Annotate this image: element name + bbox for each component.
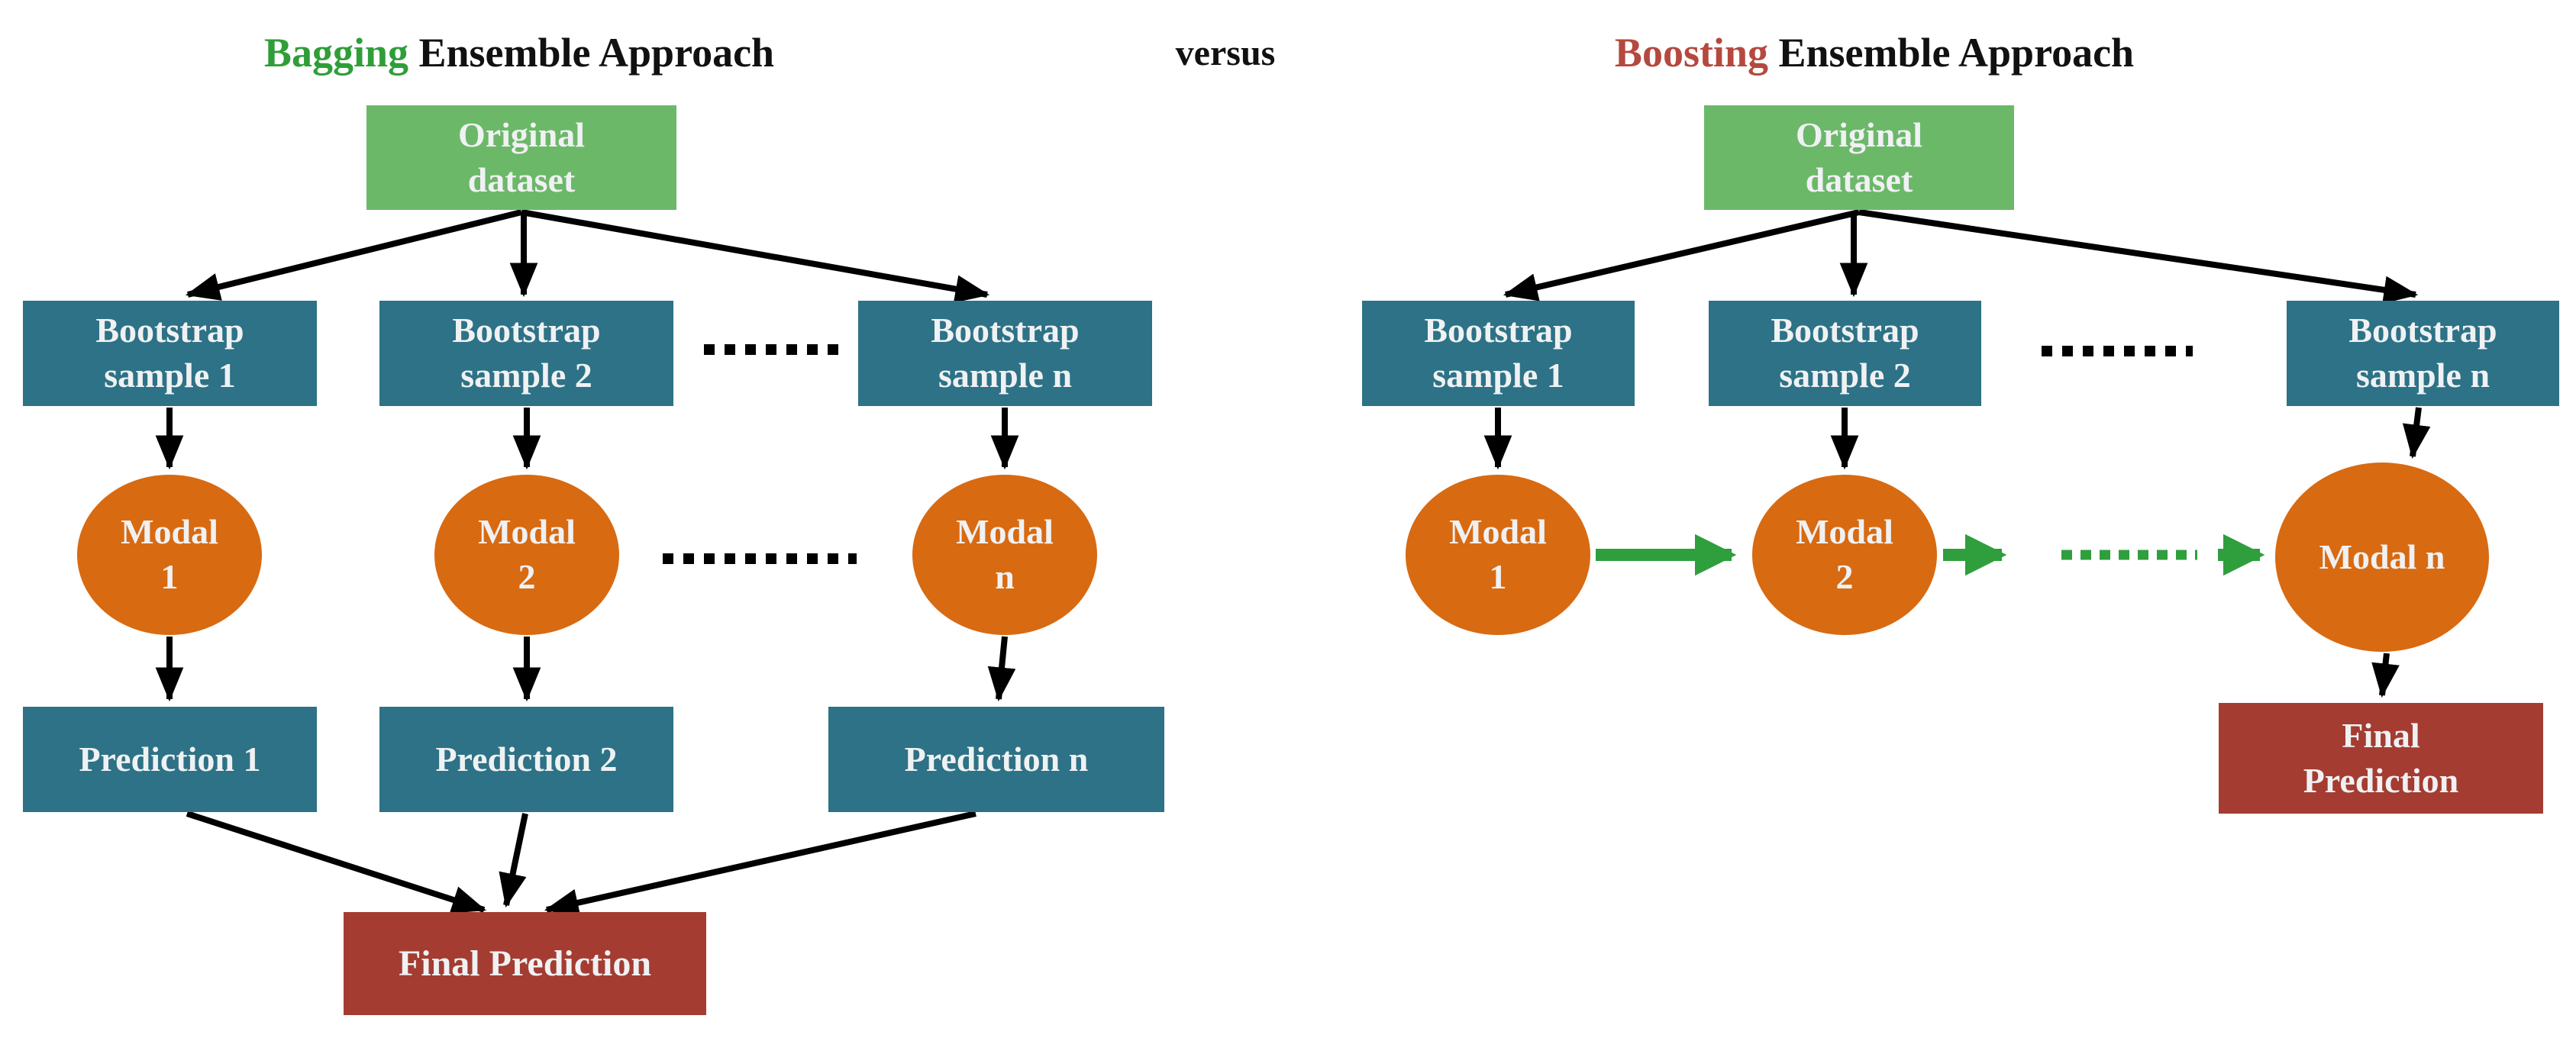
left-final-prediction: Final Prediction — [344, 912, 706, 1015]
node-label-line: sample n — [2355, 356, 2490, 395]
arrow-left-predictionN-to-final — [544, 811, 976, 917]
node-label-line: Bootstrap — [931, 311, 1080, 350]
arrow-left-prediction2-to-final — [499, 813, 528, 908]
node-label-line: Modal — [956, 512, 1054, 552]
left-prediction-2: Prediction 2 — [379, 707, 673, 812]
node-label-line: dataset — [1805, 160, 1913, 199]
node-label-line: Bootstrap — [1771, 311, 1919, 350]
right-final-prediction: Final Prediction — [2219, 703, 2543, 814]
arrow-left-prediction1-to-final — [186, 811, 487, 914]
right-diagram-title: Boosting Ensemble Approach — [1493, 29, 2256, 76]
arrow-left-dataset-to-sample1 — [185, 209, 522, 301]
node-label-line: Bootstrap — [1424, 311, 1573, 350]
left-diagram-title: Bagging Ensemble Approach — [137, 29, 901, 76]
node-label-line: n — [995, 557, 1015, 596]
versus-text: versus — [1175, 33, 1276, 73]
node-label-line: Modal — [1796, 512, 1893, 552]
left-bootstrap-sample-1: Bootstrap sample 1 — [23, 301, 317, 406]
left-model-1: Modal 1 — [77, 475, 262, 635]
node-label-line: 1 — [160, 557, 179, 596]
left-bootstrap-sample-n: Bootstrap sample n — [858, 301, 1152, 406]
left-title-rest: Ensemble Approach — [408, 30, 775, 76]
left-model-2: Modal 2 — [434, 475, 619, 635]
node-label-line: Original — [1795, 114, 1923, 154]
node-label-line: sample 1 — [104, 356, 236, 395]
node-label-line: Modal — [1449, 512, 1547, 552]
node-label-line: Prediction n — [904, 739, 1089, 778]
node-label-line: sample 2 — [460, 356, 592, 395]
node-label-line: sample n — [938, 356, 1073, 395]
node-label-line: Modal — [478, 512, 576, 552]
right-title-rest: Ensemble Approach — [1767, 30, 2135, 76]
node-label-line: sample 2 — [1779, 356, 1911, 395]
node-label-line: Prediction 2 — [435, 739, 618, 778]
node-label-line: Prediction — [2303, 760, 2459, 800]
node-label-line: Final Prediction — [398, 943, 652, 984]
boosting-word: Boosting — [1614, 30, 1768, 76]
node-label-line: Original — [457, 114, 586, 154]
arrow-left-dataset-to-sampleN — [521, 209, 990, 303]
node-label-line: 2 — [518, 557, 536, 596]
left-prediction-n: Prediction n — [828, 707, 1164, 812]
arrow-right-dataset-to-sample1 — [1503, 209, 1860, 301]
left-prediction-1: Prediction 1 — [23, 707, 317, 812]
left-original-dataset: Original dataset — [366, 105, 676, 210]
arrow-right-dataset-to-sampleN — [1858, 209, 2419, 305]
node-label-line: Modal — [121, 512, 218, 552]
node-label-line: Bootstrap — [452, 311, 601, 350]
arrow-right-sampleN-to-modelN — [2402, 407, 2431, 459]
right-bootstrap-sample-2: Bootstrap sample 2 — [1709, 301, 1981, 406]
right-model-1: Modal 1 — [1406, 475, 1590, 635]
right-bootstrap-sample-n: Bootstrap sample n — [2287, 301, 2559, 406]
node-label-line: dataset — [467, 160, 576, 199]
right-model-n: Modal n — [2275, 463, 2489, 652]
right-bootstrap-sample-1: Bootstrap sample 1 — [1362, 301, 1635, 406]
node-label-line: Prediction 1 — [79, 739, 261, 778]
arrow-right-modelN-to-final — [2371, 653, 2400, 698]
node-label-line: Final — [2342, 715, 2420, 755]
node-label-line: sample 1 — [1432, 356, 1564, 395]
node-label-line: Bootstrap — [2348, 311, 2497, 350]
bagging-word: Bagging — [263, 30, 408, 76]
node-label-line: 1 — [1489, 557, 1507, 596]
versus-label: versus — [1115, 32, 1336, 74]
node-label-line: 2 — [1835, 557, 1854, 596]
left-bootstrap-sample-2: Bootstrap sample 2 — [379, 301, 673, 406]
right-model-2: Modal 2 — [1752, 475, 1937, 635]
node-label-line: Modal n — [2319, 537, 2445, 576]
node-label-line: Bootstrap — [95, 311, 244, 350]
right-original-dataset: Original dataset — [1704, 105, 2014, 210]
arrow-left-modelN-to-predictionN — [987, 636, 1016, 702]
left-model-n: Modal n — [912, 475, 1097, 635]
